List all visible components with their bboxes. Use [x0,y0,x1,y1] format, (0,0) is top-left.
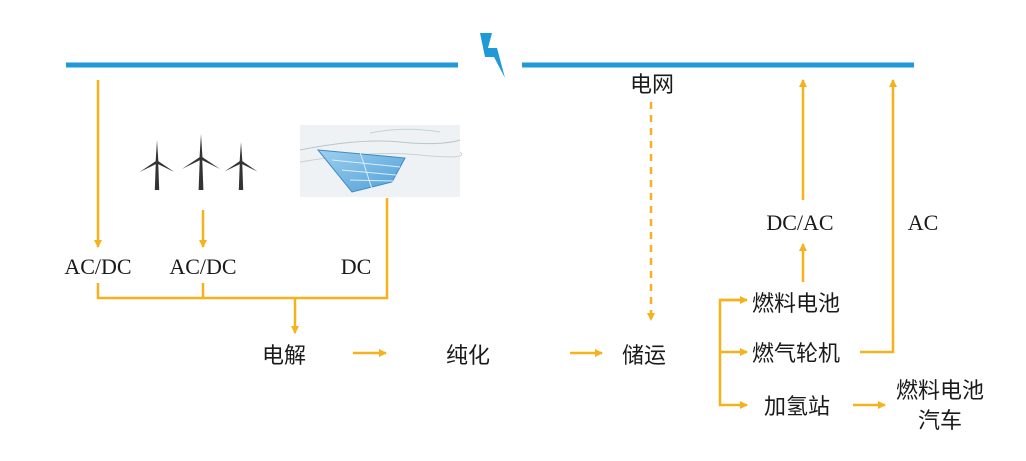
hydrogen-station-label: 加氢站 [764,395,830,420]
ac-label: AC [908,210,939,235]
dcac-label: DC/AC [766,210,833,235]
solar-panel-icon [299,125,463,197]
fcv-label-line2: 汽车 [918,409,962,434]
lightning-icon [480,33,505,78]
purification-label: 纯化 [446,344,490,369]
connector-lines [94,79,897,409]
acdc-wind-label: AC/DC [169,254,236,279]
storage-transport-label: 储运 [622,344,666,369]
acdc-grid-label: AC/DC [64,254,131,279]
fuel-cell-label: 燃料电池 [752,292,840,317]
fcv-label-line1: 燃料电池 [896,379,984,404]
wind-turbine-icon [139,134,258,190]
dc-solar-label: DC [341,254,372,279]
gas-turbine-label: 燃气轮机 [752,342,840,367]
electrolysis-label: 电解 [262,344,306,369]
grid-label: 电网 [630,73,674,98]
